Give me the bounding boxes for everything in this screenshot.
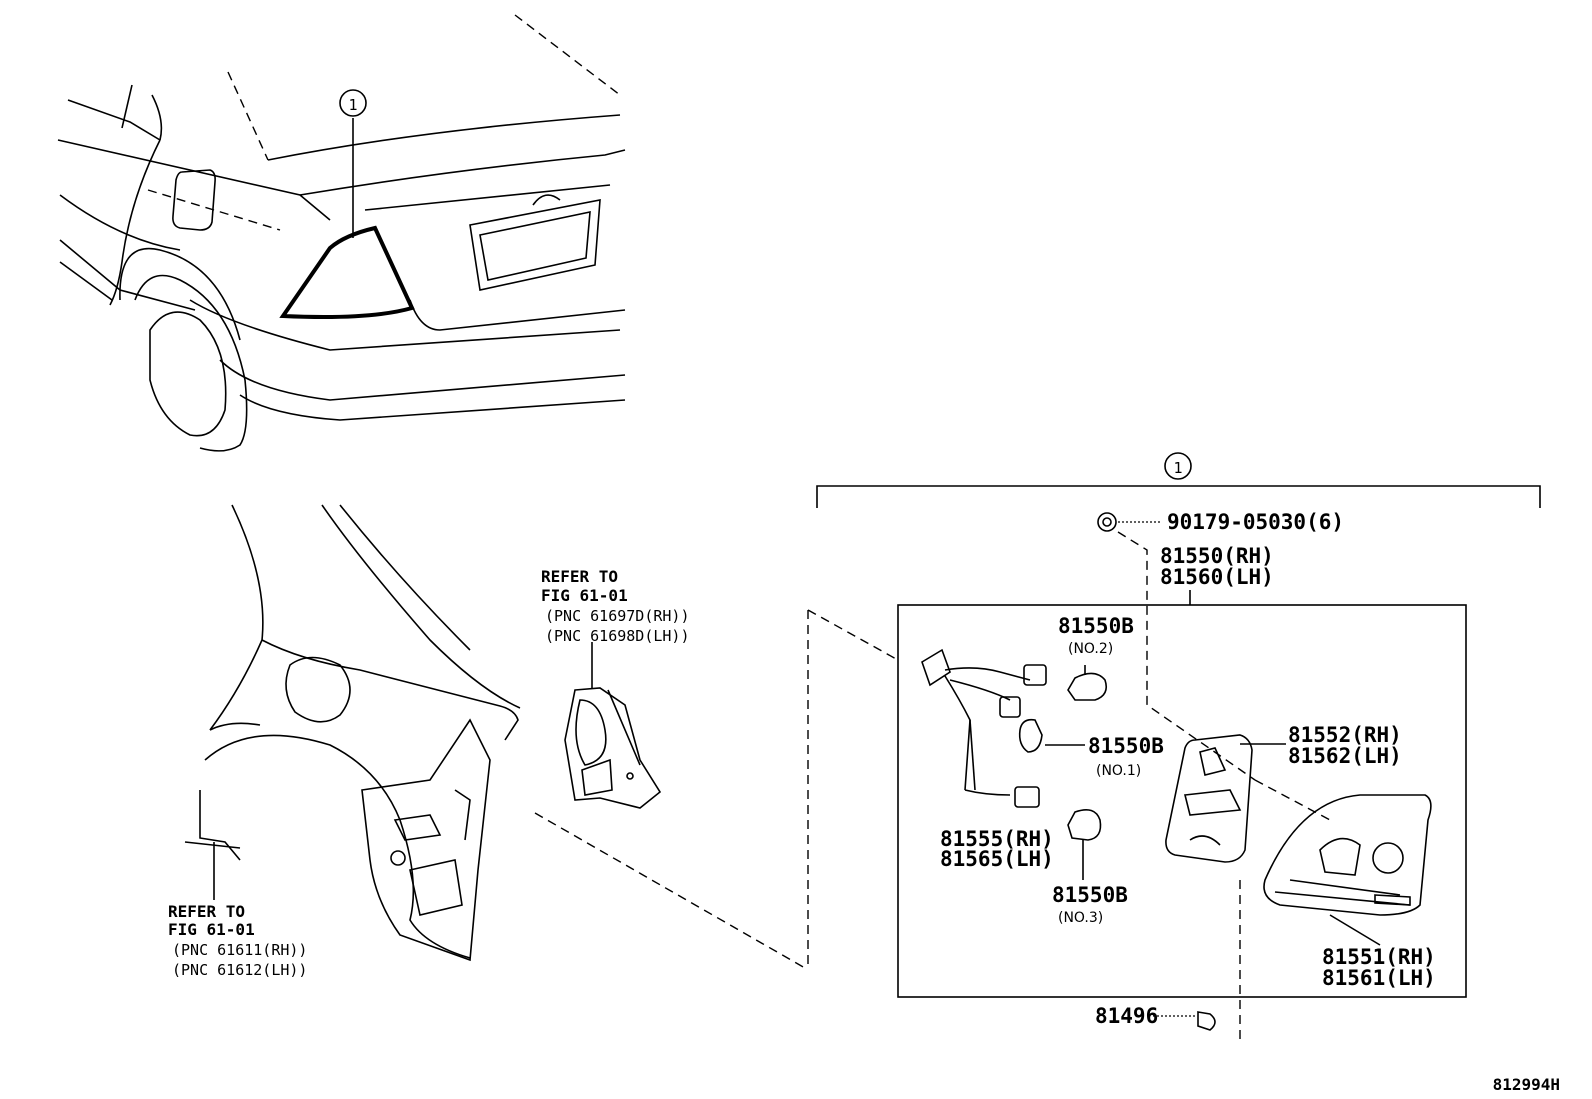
ref2-pnc-lh: (PNC 61612(LH)) — [172, 961, 307, 979]
vehicle-rear-view: 1 — [57, 14, 626, 452]
reference-fig-61-01-fender: REFER TO FIG 61-01 (PNC 61611(RH)) (PNC … — [168, 902, 307, 979]
label-gasket-rh: 81552(RH) — [1288, 723, 1402, 747]
diagram-id: 812994H — [1493, 1075, 1560, 1094]
ref2-line1: REFER TO — [168, 902, 245, 921]
ref2-line2: FIG 61-01 — [168, 920, 255, 939]
ref1-pnc-lh: (PNC 61698D(LH)) — [545, 627, 690, 645]
label-socket-lh: 81565(LH) — [940, 847, 1054, 871]
reference-fig-61-01-housing: REFER TO FIG 61-01 (PNC 61697D(RH)) (PNC… — [541, 567, 690, 645]
label-gasket-lh: 81562(LH) — [1288, 744, 1402, 768]
label-bulb-no3-note: (NO.3) — [1058, 910, 1103, 926]
ref1-pnc-rh: (PNC 61697D(RH)) — [545, 607, 690, 625]
label-bulb-no2: 81550B — [1058, 614, 1134, 638]
callout-marker-top: 1 — [348, 96, 357, 114]
label-bulb-no3: 81550B — [1052, 883, 1128, 907]
ref1-line2: FIG 61-01 — [541, 586, 628, 605]
label-screw: 90179-05030(6) — [1167, 510, 1344, 534]
label-bulb-no2-note: (NO.2) — [1068, 641, 1113, 657]
label-bulb-no1-note: (NO.1) — [1096, 763, 1141, 779]
callout-marker-assembly: 1 — [1173, 459, 1182, 477]
ref1-line1: REFER TO — [541, 567, 618, 586]
lamp-housing-bracket — [534, 642, 806, 969]
label-clip: 81496 — [1095, 1004, 1158, 1028]
label-bulb-no1: 81550B — [1088, 734, 1164, 758]
label-lamp-lh: 81560(LH) — [1160, 565, 1274, 589]
tail-lamp-assembly: 1 — [807, 452, 1541, 1040]
label-lens-lh: 81561(LH) — [1322, 966, 1436, 990]
quarter-panel-view — [184, 504, 521, 962]
label-lens-rh: 81551(RH) — [1322, 945, 1436, 969]
label-lamp-rh: 81550(RH) — [1160, 544, 1274, 568]
ref2-pnc-rh: (PNC 61611(RH)) — [172, 941, 307, 959]
label-socket-rh: 81555(RH) — [940, 827, 1054, 851]
